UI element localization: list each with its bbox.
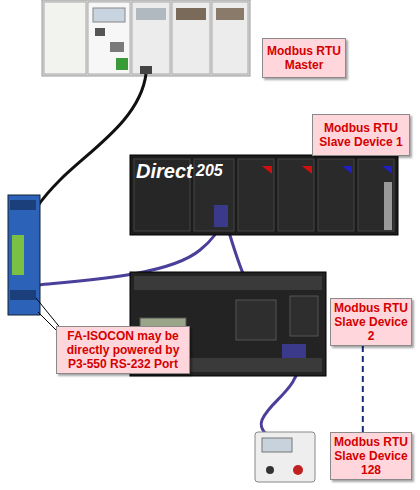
callout-box: Modbus RTU Slave Device 2	[330, 298, 412, 346]
fa-isocon	[8, 195, 40, 315]
callout-text: FA-ISOCON may be directly powered by P3-…	[60, 329, 186, 371]
dl205-rack	[130, 155, 398, 235]
rs232-cable	[26, 74, 146, 232]
meter-device	[255, 432, 315, 482]
callout-box: Modbus RTU Master	[262, 38, 346, 78]
callout-text: Modbus RTU Slave Device 1	[316, 121, 406, 149]
dashed-connector	[362, 346, 363, 432]
callout-text: Modbus RTU Master	[266, 44, 342, 72]
callout-box: FA-ISOCON may be directly powered by P3-…	[56, 326, 190, 374]
callout-text: Modbus RTU Slave Device 128	[334, 435, 408, 477]
callout-box: Modbus RTU Slave Device 1	[312, 114, 410, 156]
callout-text: Modbus RTU Slave Device 2	[334, 301, 408, 343]
brand-label: Direct	[136, 160, 193, 183]
p3-rack	[42, 0, 250, 76]
brand-label: 205	[196, 162, 223, 180]
callout-box: Modbus RTU Slave Device 128	[330, 432, 412, 480]
